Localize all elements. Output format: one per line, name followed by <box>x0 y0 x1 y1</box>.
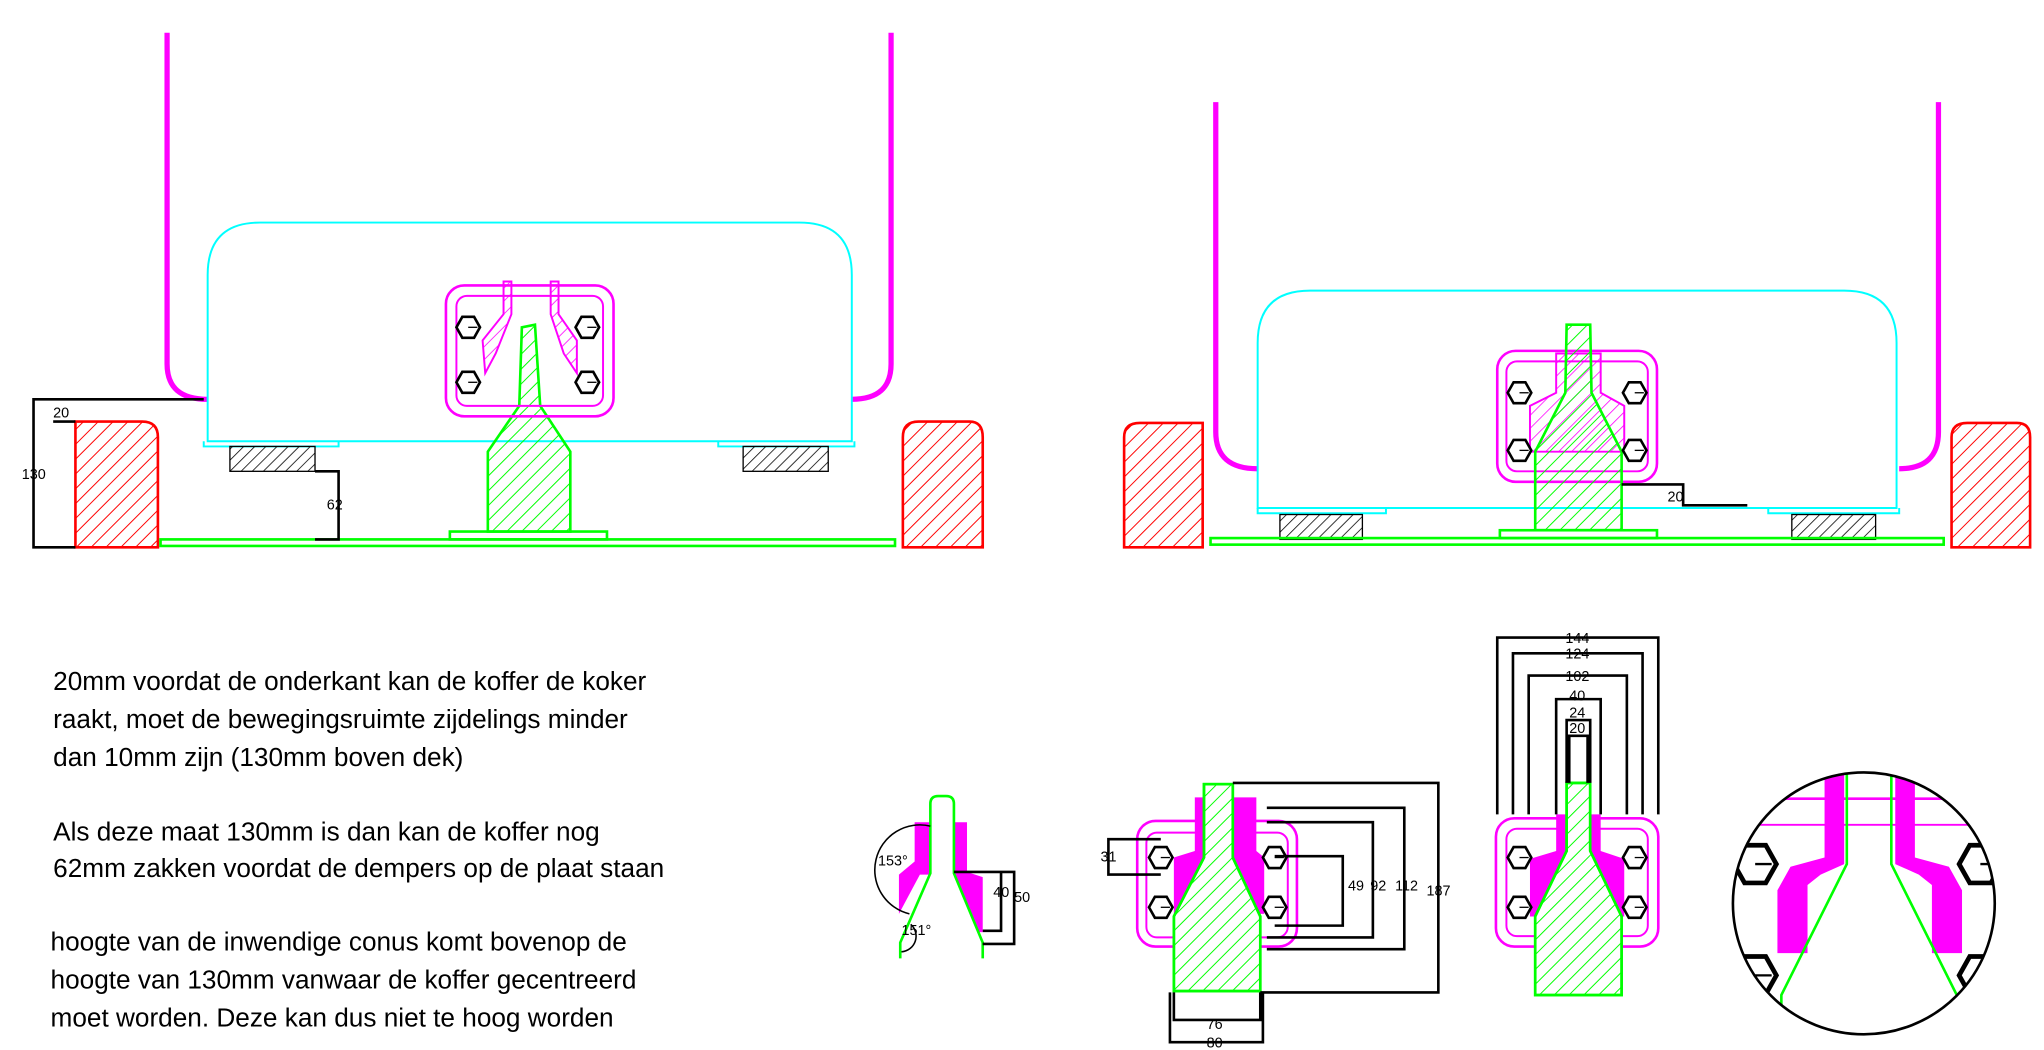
detail-dim-50: 50 <box>1014 890 1030 906</box>
left-view-guide-right <box>549 280 578 377</box>
bolt-icon <box>455 315 482 340</box>
left-view-housing-wall-left <box>164 32 208 402</box>
bolt-icon <box>1506 845 1533 870</box>
left-view-dim-130: 130 <box>22 467 46 483</box>
bolt-icon <box>1621 895 1648 920</box>
notes: 20mm voordat de onderkant kan de koffer … <box>51 666 665 1032</box>
right-view-damper-left <box>1279 513 1364 541</box>
right-view-damper-right <box>1791 513 1877 541</box>
detail-dim-76: 76 <box>1207 1017 1223 1033</box>
left-view-bracket-outer <box>444 284 615 418</box>
detail-front-cone <box>1533 781 1623 997</box>
detail-dim-20: 20 <box>1569 721 1585 737</box>
note-line: hoogte van de inwendige conus komt boven… <box>51 926 627 956</box>
note-line: raakt, moet de bewegingsruimte zijdeling… <box>53 704 628 734</box>
right-view-block-left <box>1122 421 1204 549</box>
left-view-dim-62: 62 <box>327 497 343 513</box>
bolt-icon <box>1506 438 1533 463</box>
detail-front-dim-lines <box>1495 636 1660 815</box>
detail-dim-24: 24 <box>1569 705 1585 721</box>
bolt-icon <box>1506 380 1533 405</box>
left-view-guide-left <box>481 280 513 377</box>
bolt-icon <box>1147 895 1174 920</box>
bolt-icon <box>1621 845 1648 870</box>
detail-front: 144 124 102 40 24 20 <box>1494 631 1660 997</box>
detail-angles-arc-151 <box>901 923 917 953</box>
bolt-icon <box>1734 845 1776 883</box>
detail-dim-80: 80 <box>1207 1035 1223 1050</box>
detail-bracket-dim-lines <box>1107 781 1440 1044</box>
detail-bracket: 31 49 92 112 187 76 80 <box>1101 781 1451 1050</box>
detail-dim-40: 40 <box>1569 688 1585 704</box>
detail-angle-153: 153° <box>878 853 908 869</box>
left-view-housing-wall-right <box>851 32 894 402</box>
zoom-bracket-outer <box>1732 797 1995 1035</box>
note-line: 62mm zakken voordat de dempers op de pla… <box>53 853 664 883</box>
detail-angles: 153° 151° 40 50 <box>874 794 1030 959</box>
left-view-damper-right <box>742 445 829 472</box>
bolt-icon <box>1506 895 1533 920</box>
bolt-icon <box>1621 380 1648 405</box>
left-view-block-right <box>901 420 985 549</box>
zoom-bracket-inner <box>1732 823 1995 1035</box>
right-view-dim-20-line <box>1621 483 1748 507</box>
bolt-icon <box>1261 895 1288 920</box>
zoom-guide-left <box>1777 775 1845 954</box>
right-view-case-lip <box>1256 507 1901 515</box>
bolt-icon <box>455 370 482 395</box>
left-view-block-left <box>74 420 160 549</box>
detail-dim-92: 92 <box>1370 878 1386 894</box>
detail-dim-124: 124 <box>1565 647 1589 663</box>
left-view-damper-left <box>229 445 316 472</box>
detail-dim-40: 40 <box>993 885 1009 901</box>
note-line: 20mm voordat de onderkant kan de koffer … <box>53 666 646 696</box>
detail-dim-187: 187 <box>1427 884 1451 900</box>
right-view-housing-wall-right <box>1899 102 1942 472</box>
right-view: 20 <box>1122 102 2032 549</box>
left-view-dim-130-line <box>32 398 204 549</box>
left-view-dim-20: 20 <box>53 406 69 422</box>
right-view-cone <box>1533 323 1623 532</box>
bolt-icon <box>1147 845 1174 870</box>
left-view-dim-62-line <box>315 470 340 541</box>
detail-angle-151: 151° <box>902 923 932 939</box>
left-view-cone <box>486 323 572 533</box>
right-view-block-right <box>1950 421 2032 549</box>
note-line: dan 10mm zijn (130mm boven dek) <box>53 742 463 772</box>
right-view-housing-wall-left <box>1213 102 1258 472</box>
detail-dim-31: 31 <box>1101 849 1117 865</box>
note-line: hoogte van 130mm vanwaar de koffer gecen… <box>51 964 637 994</box>
detail-zoom-circle <box>1731 771 2001 1036</box>
bolt-icon <box>1621 438 1648 463</box>
bolt-icon <box>1959 845 2001 883</box>
detail-angles-dim-lines <box>953 870 1016 946</box>
detail-dim-49: 49 <box>1348 878 1364 894</box>
detail-dim-102: 102 <box>1565 669 1589 685</box>
right-view-dim-20: 20 <box>1667 489 1683 505</box>
note-line: moet worden. Deze kan dus niet te hoog w… <box>51 1002 614 1032</box>
bolt-icon <box>574 370 601 395</box>
detail-dim-112: 112 <box>1395 878 1418 894</box>
note-line: Als deze maat 130mm is dan kan de koffer… <box>53 817 600 847</box>
left-view: 130 20 62 <box>22 32 985 549</box>
left-view-case-outline <box>206 221 853 443</box>
detail-angles-arc-153 <box>874 824 931 915</box>
left-view-bracket-inner <box>455 294 605 407</box>
detail-angles-cone <box>898 794 985 959</box>
right-view-case-outline <box>1256 289 1898 509</box>
detail-dim-144: 144 <box>1565 631 1589 647</box>
bolt-icon <box>574 315 601 340</box>
zoom-circle-outline <box>1731 771 1997 1036</box>
zoom-guide-right <box>1895 775 1963 954</box>
zoom-cone-outline <box>1780 772 1959 1035</box>
